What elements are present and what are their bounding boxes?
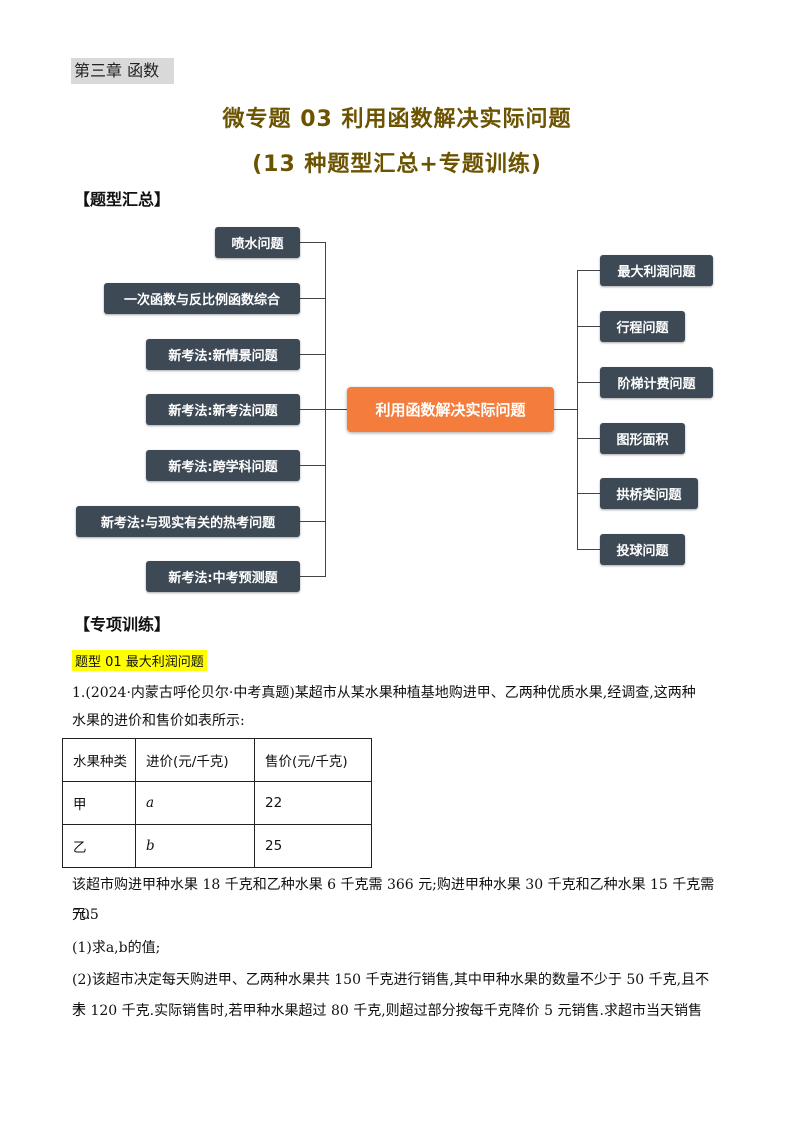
topic-label: 题型 01 最大利润问题 <box>72 650 207 671</box>
table-cell: 甲 <box>62 781 136 825</box>
table-cell: 乙 <box>62 824 136 868</box>
mindmap-node-arch-bridge: 拱桥类问题 <box>600 478 698 509</box>
page-subtitle: (13 种题型汇总+专题训练) <box>252 152 542 177</box>
table-cell: a <box>135 781 255 825</box>
table-header-cell: 进价(元/千克) <box>135 738 255 782</box>
mindmap-node-linear-inverse: 一次函数与反比例函数综合 <box>104 283 300 314</box>
table-cell: 22 <box>254 781 372 825</box>
mindmap-node-hot-topics: 新考法:与现实有关的热考问题 <box>76 506 300 537</box>
section-summary-heading: 【题型汇总】 <box>74 190 171 209</box>
table-cell: 25 <box>254 824 372 868</box>
table-row: 甲 a 22 <box>62 781 372 825</box>
table-header-row: 水果种类 进价(元/千克) 售价(元/千克) <box>62 738 372 782</box>
problem-text-line2: 元. <box>72 907 91 923</box>
table-header-cell: 水果种类 <box>62 738 136 782</box>
page-title: 微专题 03 利用函数解决实际问题 <box>222 107 572 132</box>
table-header-cell: 售价(元/千克) <box>254 738 372 782</box>
mindmap-node-cross-discipline: 新考法:跨学科问题 <box>146 450 300 481</box>
problem-question-2-line1: (2)该超市决定每天购进甲、乙两种水果共 150 千克进行销售,其中甲种水果的数… <box>72 972 710 1018</box>
mindmap-node-tiered-billing: 阶梯计费问题 <box>600 367 713 398</box>
mindmap-node-spray: 喷水问题 <box>215 227 300 258</box>
problem-intro-line2: 水果的进价和售价如表所示: <box>72 713 245 729</box>
topic-mindmap: 喷水问题 一次函数与反比例函数综合 新考法:新情景问题 新考法:新考法问题 新考… <box>0 210 794 610</box>
problem-text-line1: 该超市购进甲种水果 18 千克和乙种水果 6 千克需 366 元;购进甲种水果 … <box>72 877 715 923</box>
mindmap-node-max-profit: 最大利润问题 <box>600 255 713 286</box>
section-training-heading: 【专项训练】 <box>74 615 171 634</box>
table-row: 乙 b 25 <box>62 824 372 868</box>
mindmap-center-node: 利用函数解决实际问题 <box>347 387 554 432</box>
mindmap-node-throwing: 投球问题 <box>600 534 685 565</box>
table-cell: b <box>135 824 255 868</box>
problem-question-1: (1)求a,b的值; <box>72 940 161 956</box>
mindmap-node-exam-prediction: 新考法:中考预测题 <box>146 561 300 592</box>
mindmap-node-new-scenario: 新考法:新情景问题 <box>146 339 300 370</box>
mindmap-node-new-method: 新考法:新考法问题 <box>146 394 300 425</box>
chapter-tag: 第三章 函数 <box>71 58 174 84</box>
problem-intro-line1: 1.(2024·内蒙古呼伦贝尔·中考真题)某超市从某水果种植基地购进甲、乙两种优… <box>72 685 696 701</box>
problem-question-2-line2: 于 120 千克.实际销售时,若甲种水果超过 80 千克,则超过部分按每千克降价… <box>72 1003 702 1019</box>
fruit-price-table: 水果种类 进价(元/千克) 售价(元/千克) 甲 a 22 乙 b 25 <box>62 738 372 868</box>
mindmap-node-travel: 行程问题 <box>600 311 685 342</box>
mindmap-node-area: 图形面积 <box>600 423 685 454</box>
